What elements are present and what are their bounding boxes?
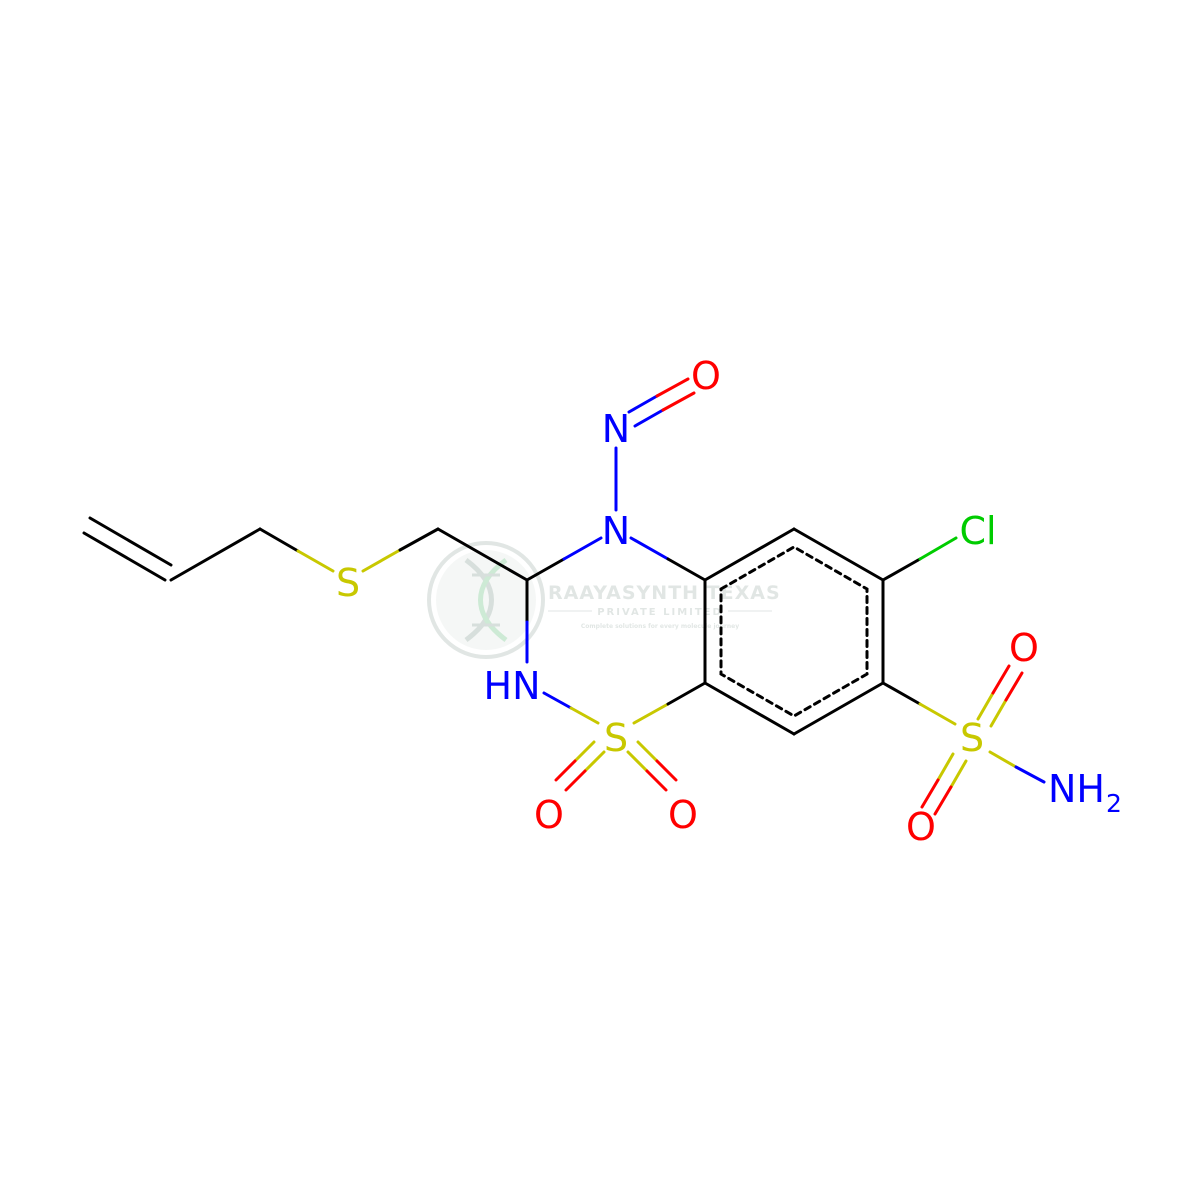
- watermark-title: RAAYASYNTH TEXAS: [548, 582, 781, 604]
- atom-cl: Cl: [959, 509, 996, 553]
- bond-s1-o-left-red-2: [554, 759, 577, 782]
- bond-c7-s-black: [881, 681, 922, 706]
- bond-s1-o-right-yellow-1: [626, 750, 649, 773]
- atom-n-ring: N: [602, 509, 630, 553]
- atom-o-ring-left: O: [534, 793, 564, 837]
- bond-s-o-top-red-1: [991, 664, 1011, 695]
- bond-s1-o-right-red-2: [655, 759, 678, 782]
- bond-n2-s1-blue: [542, 691, 573, 710]
- atom-o-sulfonamide-bottom: O: [906, 805, 936, 849]
- bond-s-o-bottom-red-2: [933, 785, 953, 816]
- bond-c5-c6: [792, 527, 885, 582]
- bond-s-ch2-yellow: [361, 548, 402, 573]
- atom-o-ring-right: O: [668, 793, 698, 837]
- bond-ch2-s-yellow: [296, 549, 335, 573]
- bond-s1-o-left-yellow-2: [573, 740, 596, 763]
- bond-c6-cl-green: [918, 536, 958, 561]
- watermark-subtitle: PRIVATE LIMITED: [597, 607, 723, 618]
- bond-c6-cl-black: [881, 557, 922, 582]
- bond-n-o-blue-1: [627, 394, 659, 414]
- bond-n4-c4a-black: [666, 557, 707, 582]
- bond-s1-o-left-red-1: [564, 769, 587, 792]
- bond-allyl-cc: [169, 527, 262, 582]
- bonds: [82, 377, 1046, 816]
- bond-s-o-top-red-2: [1004, 671, 1024, 702]
- atom-o-nitroso: O: [691, 354, 721, 398]
- bond-s1-c8a-black: [666, 681, 707, 706]
- bond-c4a-c5: [703, 527, 796, 582]
- atom-s-thioether: S: [336, 561, 360, 605]
- bond-c7-s-yellow: [918, 702, 957, 726]
- bond-s-o-bottom-red-1: [920, 778, 940, 809]
- bond-s-o-bottom-yellow-1: [936, 752, 955, 782]
- atom-labels: O N N Cl O S NH2 O S HN S O O: [336, 354, 1122, 849]
- aromatic-ring-dashes: [719, 545, 869, 718]
- bond-ch2-s-black: [258, 527, 300, 553]
- bond-s-ch2-black: [398, 527, 440, 552]
- bond-c3-n4-black: [525, 557, 566, 582]
- atom-hn-ring: HN: [484, 664, 541, 708]
- bond-s1-o-right-red-1: [645, 769, 668, 792]
- bond-s1-c8a-yellow: [632, 702, 670, 725]
- dna-helix-icon: [427, 541, 545, 659]
- bond-n4-c4a-blue: [629, 536, 670, 561]
- bond-s-nh2-yellow: [988, 750, 1018, 769]
- bond-s1-o-left-yellow-1: [583, 750, 606, 773]
- atom-o-sulfonamide-top: O: [1009, 626, 1039, 670]
- bond-n-o-red-1: [655, 377, 690, 398]
- bond-s1-o-right-yellow-2: [636, 740, 659, 763]
- bond-vinyl-double-1: [88, 516, 173, 567]
- watermark: RAAYASYNTH TEXAS PRIVATE LIMITED Complet…: [427, 541, 781, 659]
- bond-s-o-top-yellow-2: [989, 698, 1008, 728]
- atom-s-ring: S: [604, 716, 628, 760]
- watermark-tagline: Complete solutions for every molecule jo…: [581, 623, 739, 630]
- atom-n-nitroso: N: [602, 407, 630, 451]
- bond-vinyl-double-2: [82, 531, 167, 582]
- bond-s-o-top-yellow-1: [976, 691, 995, 721]
- bond-ch2-c3: [436, 527, 529, 582]
- bond-n-o-blue-2: [633, 408, 665, 428]
- bond-n2-s1-yellow: [569, 706, 600, 725]
- bond-n-o-red-2: [661, 391, 696, 412]
- bond-s-nh2-blue: [1014, 765, 1046, 784]
- atom-nh2: NH2: [1048, 767, 1122, 818]
- bond-s-o-bottom-yellow-2: [949, 759, 968, 789]
- bond-c8-c8a: [703, 681, 796, 736]
- bond-c3-n4-blue: [562, 536, 603, 561]
- bond-c7-c8: [792, 681, 885, 736]
- atom-s-sulfonamide: S: [960, 716, 984, 760]
